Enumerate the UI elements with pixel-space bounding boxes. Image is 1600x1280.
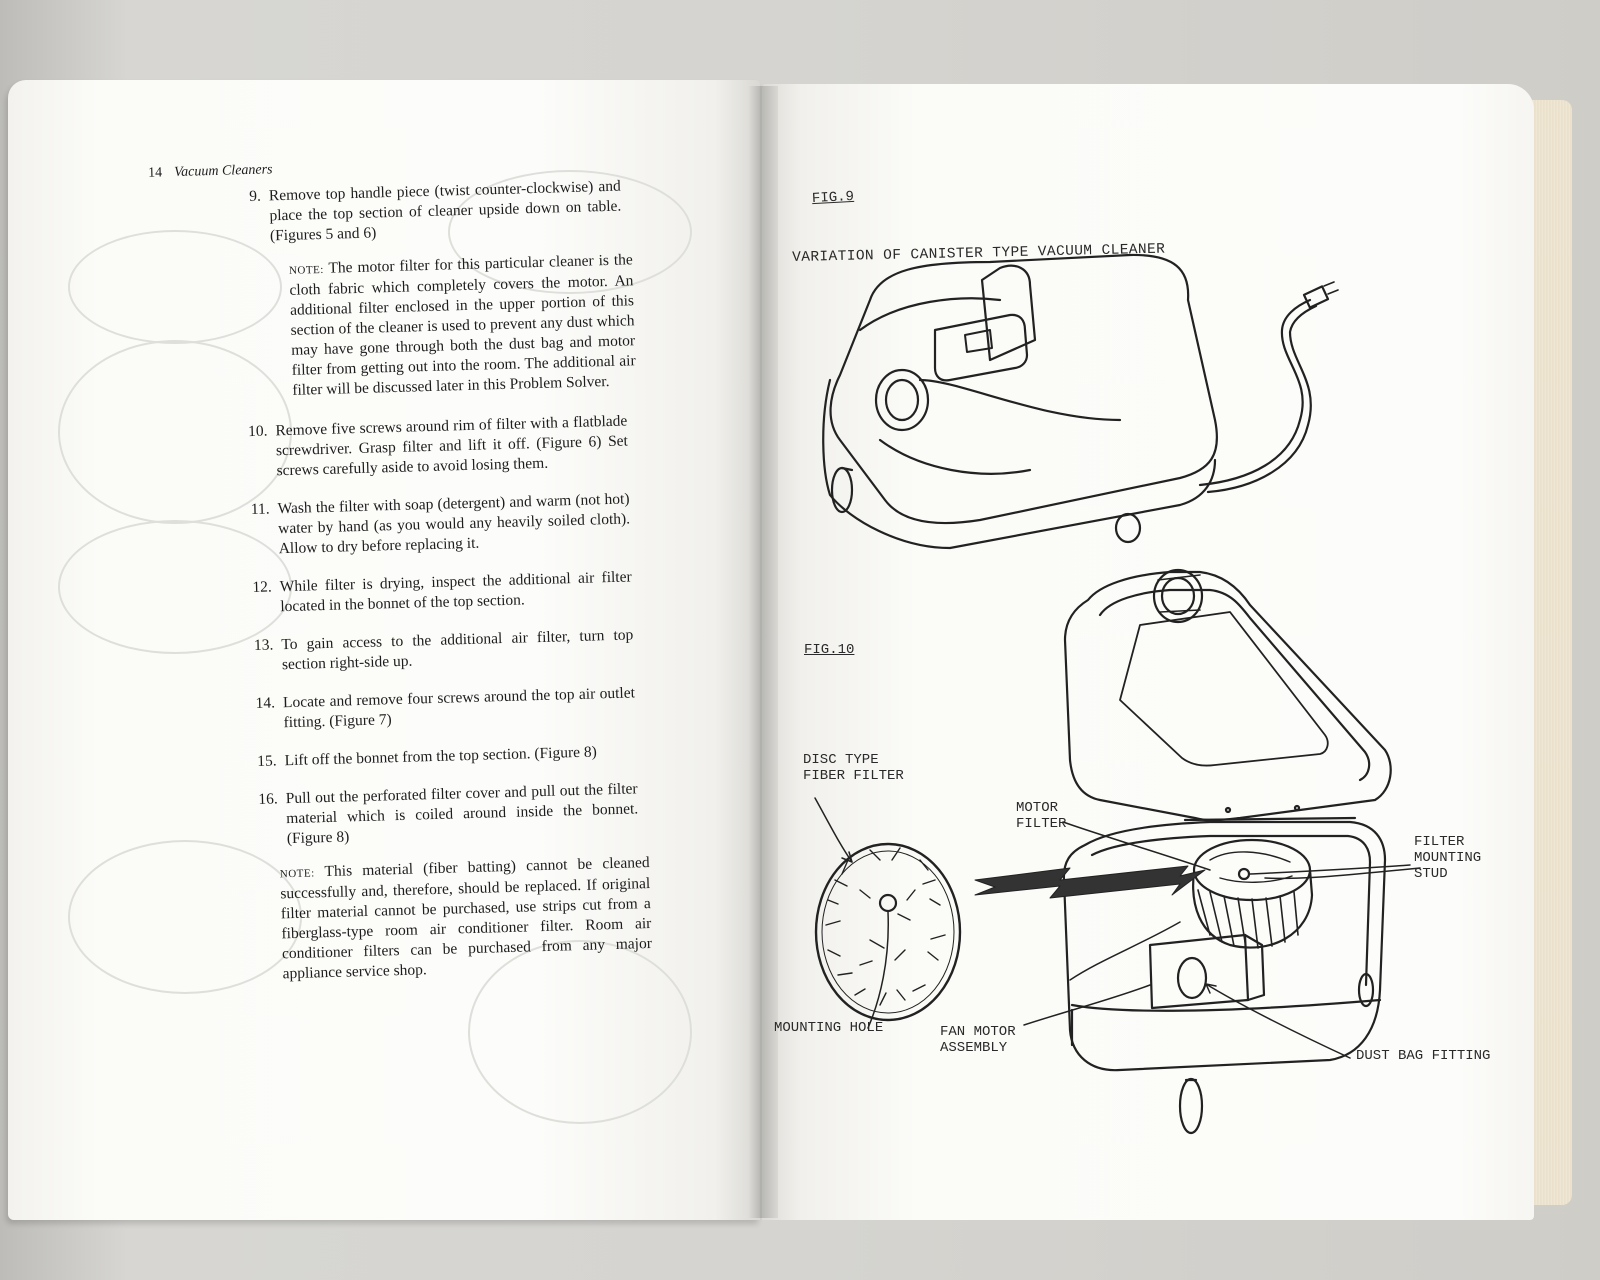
callout-line: DISC TYPE — [803, 752, 879, 768]
callout-line: MOTOR — [1016, 800, 1059, 816]
show-through-drawing — [68, 840, 302, 994]
callout-line: FIBER FILTER — [803, 768, 904, 784]
callout-line: ASSEMBLY — [940, 1040, 1008, 1056]
callout-line: STUD — [1414, 866, 1448, 882]
callout-line: FILTER — [1414, 834, 1465, 850]
book-gutter — [748, 86, 778, 1218]
callout-disc-filter: DISC TYPE FIBER FILTER — [803, 752, 904, 784]
canister-vacuum-illustration — [822, 253, 1339, 550]
callout-dust-bag: DUST BAG FITTING — [1356, 1048, 1491, 1064]
callout-mounting-hole: MOUNTING HOLE — [774, 1020, 884, 1036]
show-through-drawing — [468, 940, 692, 1124]
show-through-drawing — [448, 170, 692, 294]
left-page — [8, 80, 760, 1220]
show-through-drawing — [58, 520, 292, 654]
callout-line: MOUNTING — [1414, 850, 1482, 866]
fig10-label: FIG.10 — [804, 642, 855, 658]
callout-fan-motor: FAN MOTOR ASSEMBLY — [940, 1024, 1016, 1056]
right-page — [762, 84, 1534, 1220]
callout-line: FAN MOTOR — [940, 1024, 1016, 1040]
callout-motor-filter: MOTOR FILTER — [1016, 800, 1066, 832]
callout-line: FILTER — [1016, 816, 1067, 832]
opened-canister-illustration — [814, 568, 1421, 1135]
callout-mounting-stud: FILTER MOUNTING STUD — [1414, 834, 1481, 882]
